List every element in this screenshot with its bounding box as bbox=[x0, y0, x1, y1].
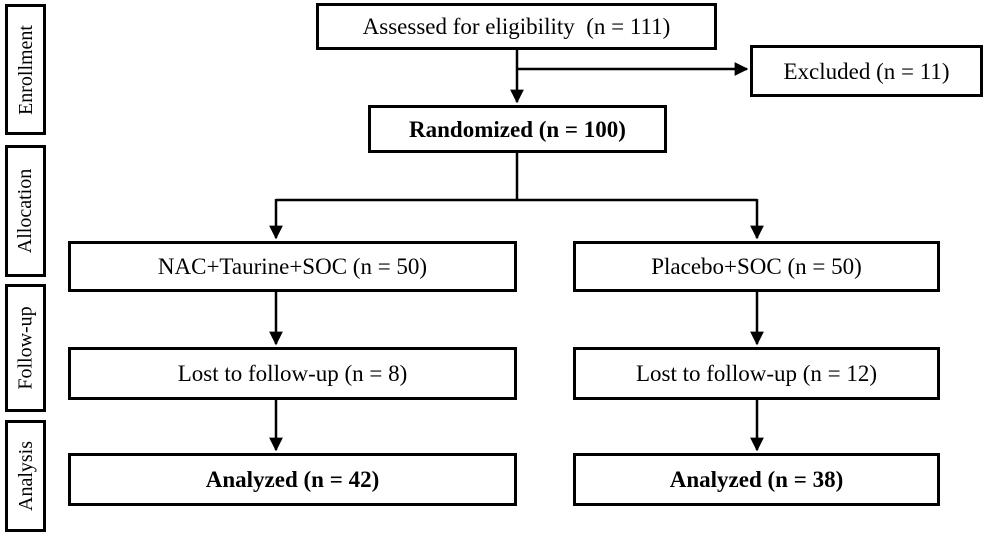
node-right-arm-allocation: Placebo+SOC (n = 50) bbox=[573, 241, 940, 292]
node-right-arm-analyzed: Analyzed (n = 38) bbox=[573, 453, 940, 506]
node-left-arm-allocation: NAC+Taurine+SOC (n = 50) bbox=[68, 241, 517, 292]
node-left-arm-analyzed: Analyzed (n = 42) bbox=[68, 453, 517, 506]
stage-label-analysis: Analysis bbox=[14, 441, 37, 511]
stage-label-enrollment: Enrollment bbox=[14, 24, 37, 115]
stage-box-followup: Follow-up bbox=[5, 284, 46, 412]
assessed-label: Assessed for eligibility (n = 111) bbox=[362, 14, 671, 39]
stage-label-followup: Follow-up bbox=[14, 306, 37, 390]
left-arm-analyzed-label: Analyzed (n = 42) bbox=[205, 467, 380, 492]
node-randomized: Randomized (n = 100) bbox=[368, 105, 667, 153]
stage-box-analysis: Analysis bbox=[5, 420, 46, 532]
right-arm-allocation-label: Placebo+SOC (n = 50) bbox=[651, 254, 862, 279]
excluded-label: Excluded (n = 11) bbox=[783, 58, 950, 84]
node-assessed-eligibility: Assessed for eligibility (n = 111) bbox=[316, 3, 717, 50]
left-arm-allocation-label: NAC+Taurine+SOC (n = 50) bbox=[157, 254, 428, 279]
node-right-arm-lost-followup: Lost to follow-up (n = 12) bbox=[573, 347, 940, 400]
right-arm-analyzed-label: Analyzed (n = 38) bbox=[669, 467, 844, 492]
node-excluded: Excluded (n = 11) bbox=[750, 45, 983, 97]
right-arm-lost-followup-label: Lost to follow-up (n = 12) bbox=[635, 361, 878, 386]
stage-label-allocation: Allocation bbox=[14, 168, 37, 254]
stage-box-enrollment: Enrollment bbox=[5, 4, 46, 135]
left-arm-lost-followup-label: Lost to follow-up (n = 8) bbox=[177, 361, 408, 386]
randomized-label: Randomized (n = 100) bbox=[409, 116, 626, 142]
stage-box-allocation: Allocation bbox=[5, 145, 46, 277]
node-left-arm-lost-followup: Lost to follow-up (n = 8) bbox=[68, 347, 517, 400]
